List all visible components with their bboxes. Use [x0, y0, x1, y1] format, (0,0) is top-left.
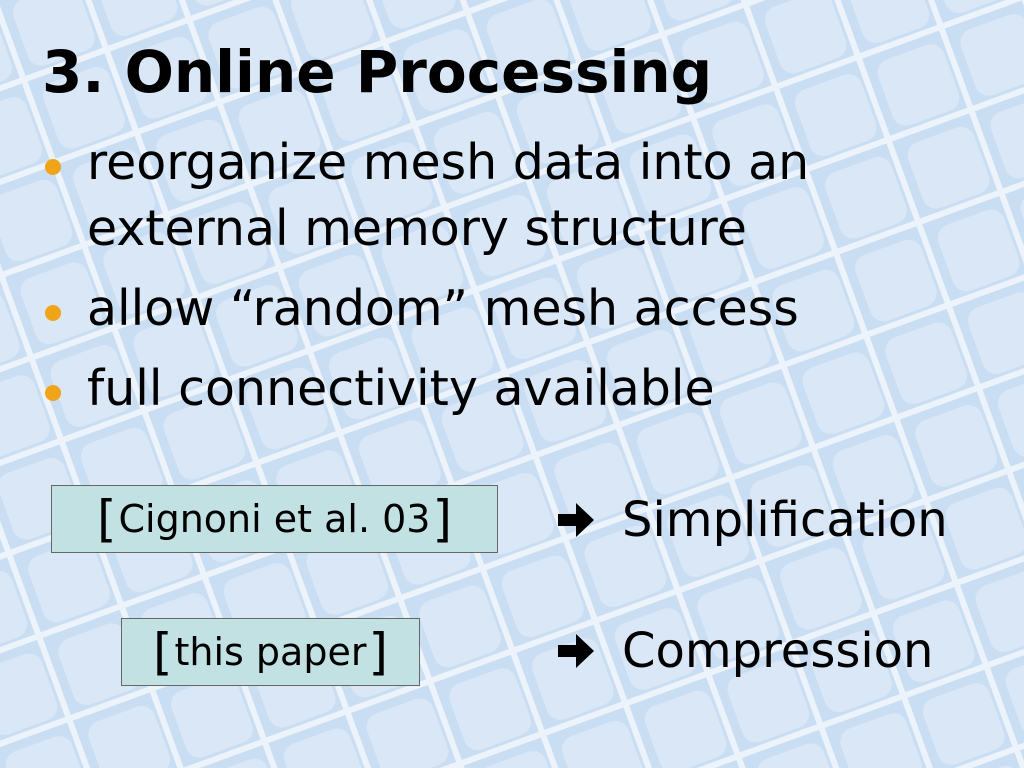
- result-simplification: Simplification: [556, 487, 948, 553]
- right-arrow-icon: [558, 634, 594, 668]
- bullet-text: full connectivity available: [87, 360, 715, 417]
- bullet-item: full connectivity available: [44, 356, 1004, 422]
- bullet-item: reorganize mesh data into an external me…: [44, 130, 1004, 262]
- result-label: Simplification: [622, 492, 948, 548]
- open-bracket: [: [153, 623, 173, 681]
- bullet-item: allow “random” mesh access: [44, 276, 1004, 342]
- right-arrow-icon: [558, 503, 594, 537]
- bullet-list: reorganize mesh data into an external me…: [44, 130, 1004, 436]
- bullet-dot-icon: [44, 364, 62, 414]
- reference-label: this paper: [174, 630, 367, 674]
- result-label: Compression: [622, 623, 934, 679]
- reference-box-this-paper: [ this paper ]: [121, 618, 420, 686]
- reference-label: Cignoni et al. 03: [118, 497, 431, 541]
- slide-title: 3. Online Processing: [42, 38, 713, 106]
- bullet-text: allow “random” mesh access: [87, 280, 799, 337]
- reference-box-cignoni: [ Cignoni et al. 03 ]: [51, 485, 498, 553]
- bullet-dot-icon: [44, 284, 62, 334]
- open-bracket: [: [96, 490, 117, 548]
- close-bracket: ]: [432, 490, 452, 548]
- bullet-text: reorganize mesh data into an external me…: [87, 134, 810, 257]
- close-bracket: ]: [368, 623, 388, 681]
- bullet-dot-icon: [44, 138, 62, 188]
- result-compression: Compression: [556, 618, 933, 684]
